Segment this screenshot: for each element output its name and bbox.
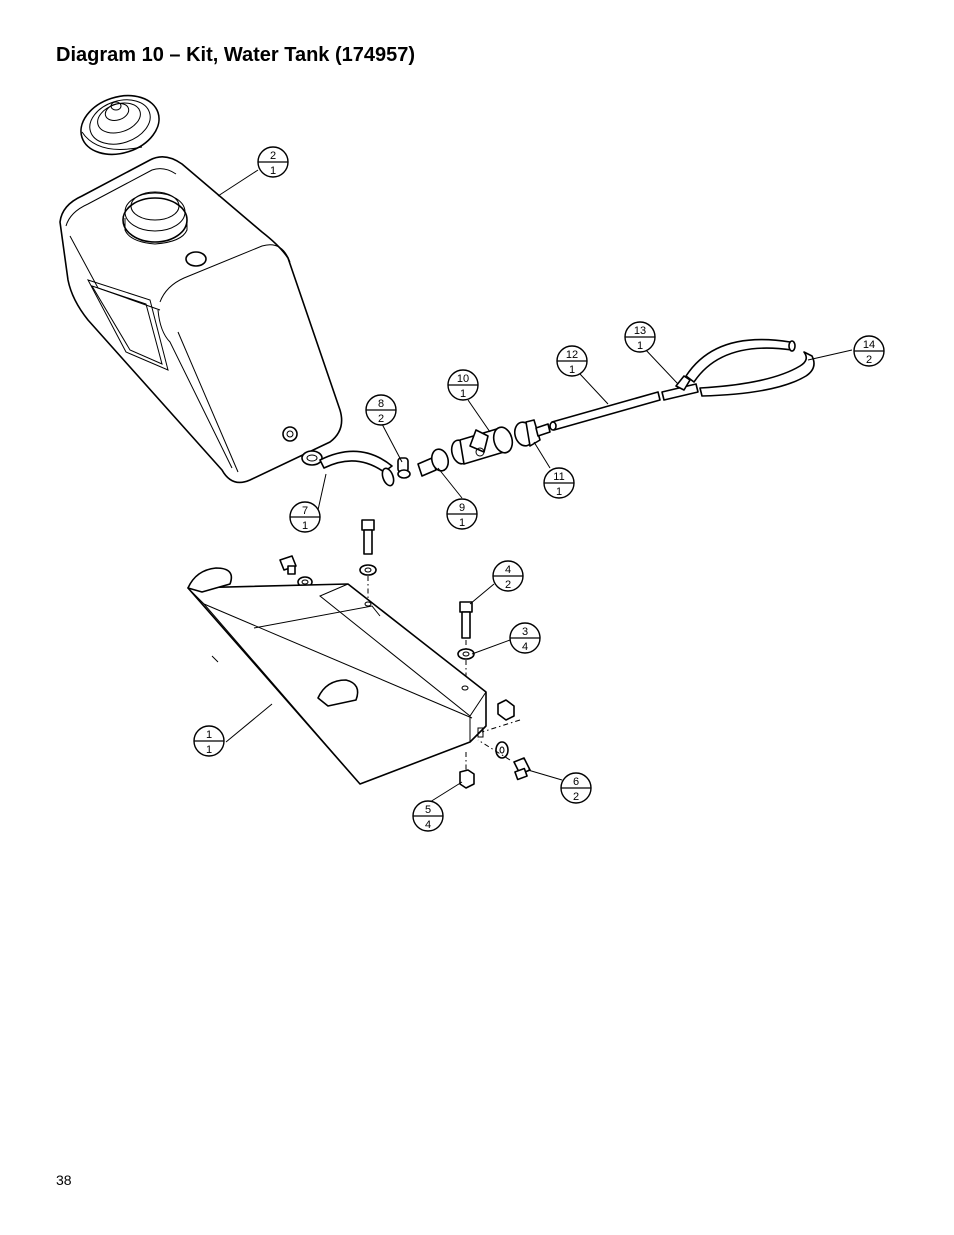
hose-item-12 xyxy=(549,391,661,431)
callout-item-5: 54 xyxy=(412,800,444,832)
callout-quantity: 1 xyxy=(302,520,308,532)
callout-item-4: 42 xyxy=(492,560,524,592)
callout-item-number: 5 xyxy=(425,804,431,816)
callout-quantity: 1 xyxy=(637,340,643,352)
water-tank xyxy=(59,156,343,484)
valve-item-10 xyxy=(450,426,514,465)
callout-quantity: 2 xyxy=(866,354,872,366)
callout-item-number: 4 xyxy=(505,564,511,576)
callout-item-9: 91 xyxy=(446,498,478,530)
hardware-left xyxy=(279,555,313,588)
tank-cap xyxy=(80,94,160,156)
callout-quantity: 1 xyxy=(460,388,466,400)
hose-item-14 xyxy=(685,338,815,397)
callout-item-number: 7 xyxy=(302,505,308,517)
tee-fitting-item-13 xyxy=(661,375,699,401)
callout-quantity: 1 xyxy=(569,364,575,376)
callout-item-number: 13 xyxy=(634,325,646,337)
callout-item-number: 2 xyxy=(270,150,276,162)
bolt-item-6 xyxy=(477,739,531,781)
washer-right xyxy=(495,741,509,759)
callout-item-number: 12 xyxy=(566,349,578,361)
callout-item-6: 62 xyxy=(560,772,592,804)
callout-item-8: 82 xyxy=(365,394,397,426)
leader-lines xyxy=(217,169,853,803)
washer-item-3 xyxy=(457,648,475,684)
mounting-bracket xyxy=(187,567,487,785)
page-title: Diagram 10 – Kit, Water Tank (174957) xyxy=(56,44,416,66)
callout-item-13: 131 xyxy=(624,321,656,353)
callout-quantity: 2 xyxy=(378,413,384,425)
callout-item-number: 14 xyxy=(863,339,875,351)
callout-item-number: 3 xyxy=(522,626,528,638)
callout-item-number: 8 xyxy=(378,398,384,410)
nut-item-5 xyxy=(459,752,475,789)
page-number: 38 xyxy=(56,1172,72,1188)
bolt-center xyxy=(359,519,377,604)
callout-item-2: 21 xyxy=(257,146,289,178)
hose-item-7 xyxy=(301,450,395,487)
hose-clamp-item-8 xyxy=(397,457,411,479)
callout-quantity: 2 xyxy=(505,579,511,591)
callout-item-12: 121 xyxy=(556,345,588,377)
callout-quantity: 1 xyxy=(206,744,212,756)
callout-quantity: 4 xyxy=(522,641,528,653)
callout-quantity: 1 xyxy=(459,517,465,529)
callout-item-1: 11 xyxy=(193,725,225,757)
callout-item-10: 101 xyxy=(447,369,479,401)
callout-item-11: 111 xyxy=(543,467,575,499)
callout-item-7: 71 xyxy=(289,501,321,533)
callout-item-number: 1 xyxy=(206,729,212,741)
callout-item-3: 34 xyxy=(509,622,541,654)
nut-right-upper xyxy=(481,699,521,733)
bolt-item-4 xyxy=(459,601,473,650)
callout-item-number: 10 xyxy=(457,373,469,385)
barb-fitting-item-9 xyxy=(417,448,450,477)
callout-item-number: 11 xyxy=(553,471,564,483)
callout-item-14: 142 xyxy=(853,335,885,367)
callout-quantity: 1 xyxy=(270,165,276,177)
fitting-item-11 xyxy=(513,419,551,447)
callout-quantity: 2 xyxy=(573,791,579,803)
callout-item-number: 6 xyxy=(573,776,579,788)
callout-quantity: 1 xyxy=(556,486,562,498)
callout-quantity: 4 xyxy=(425,819,431,831)
callout-item-number: 9 xyxy=(459,502,465,514)
